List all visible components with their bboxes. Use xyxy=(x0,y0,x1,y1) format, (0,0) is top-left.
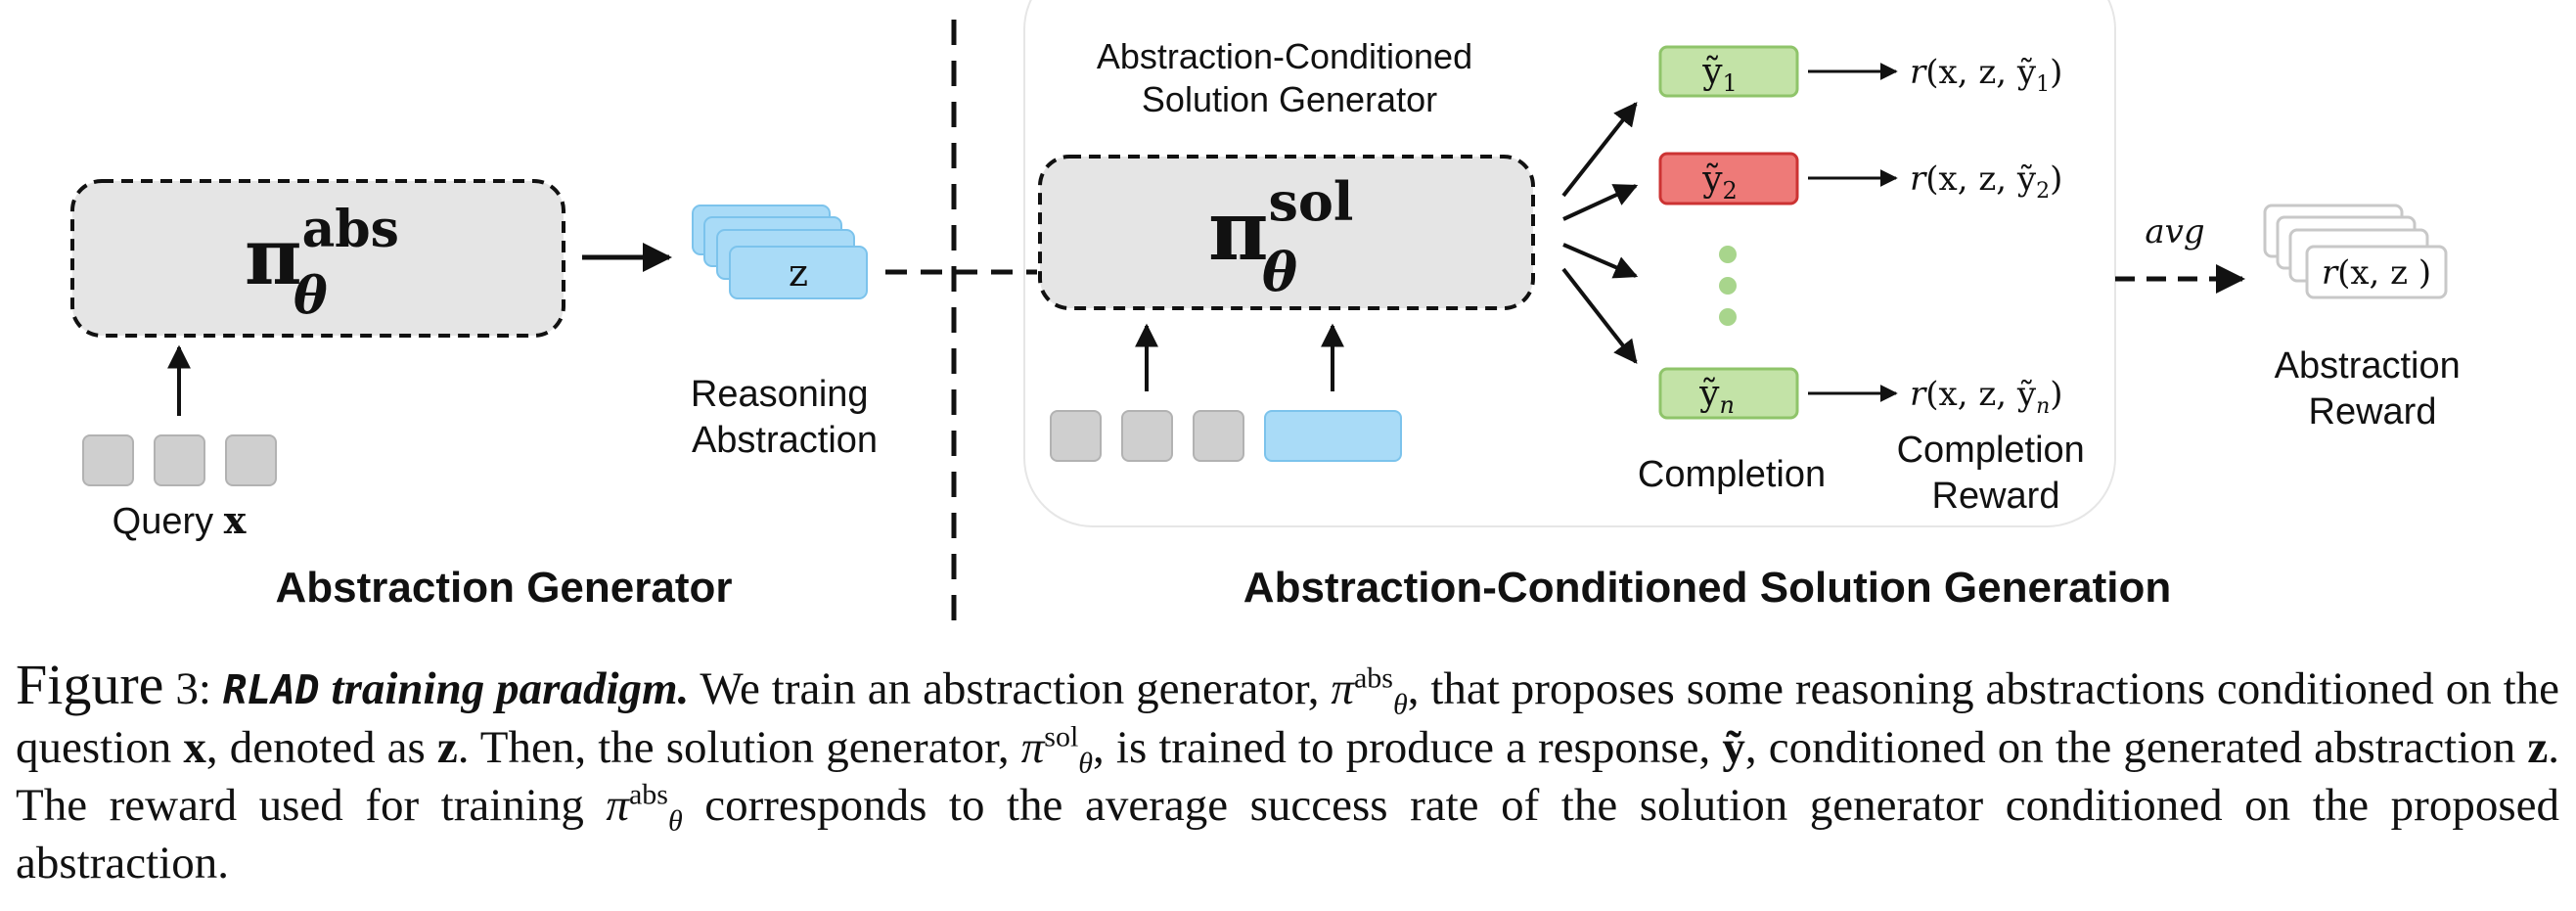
abstraction-z-label: z xyxy=(789,251,808,295)
solution-panel-title: Abstraction-Conditioned Solution Generat… xyxy=(1097,36,1482,119)
abstraction-card-front xyxy=(729,246,868,299)
fanout-arrow xyxy=(1561,267,1638,364)
svg-text:ỹ2: ỹ2 xyxy=(1701,159,1738,205)
svg-text:ỹ1: ỹ1 xyxy=(1701,52,1738,97)
query-token xyxy=(154,434,205,486)
reasoning-abstraction-label: Reasoning Abstraction xyxy=(691,374,879,461)
figure-word: Figure xyxy=(16,653,164,716)
fanout-arrow xyxy=(1561,102,1638,198)
abstraction-reward-label: Abstraction Reward xyxy=(2275,345,2471,433)
figure-caption: Figure 3: RLAD training paradigm. We tra… xyxy=(16,653,2560,888)
fanout-arrow xyxy=(1562,243,1639,279)
input-token xyxy=(1193,410,1244,462)
completion-2: ỹ2 xyxy=(1658,152,1799,205)
ellipsis-dot xyxy=(1719,308,1737,326)
input-token xyxy=(1050,410,1102,462)
ellipsis-dot xyxy=(1719,246,1737,263)
reward-n: r(x, z, ỹn) xyxy=(1910,375,2063,419)
completion-reward-label: Completion Reward xyxy=(1897,430,2096,517)
abstraction-reward-card-front xyxy=(2305,245,2448,299)
input-token xyxy=(1121,410,1173,462)
figure-number: 3: xyxy=(175,663,211,714)
fanout-arrow xyxy=(1562,184,1639,221)
figure-title: RLAD training paradigm. xyxy=(222,663,690,714)
ellipsis-dot xyxy=(1719,277,1737,295)
completion-n: ỹn xyxy=(1658,367,1799,420)
avg-label: avg xyxy=(2145,212,2204,251)
input-abstraction xyxy=(1264,410,1402,462)
completion-label: Completion xyxy=(1638,454,1826,495)
completion-1: ỹ1 xyxy=(1658,45,1799,98)
solution-generation-title: Abstraction-Conditioned Solution Generat… xyxy=(1243,564,2171,612)
solution-policy-box xyxy=(1038,155,1535,310)
query-token xyxy=(82,434,134,486)
query-token xyxy=(225,434,277,486)
query-label: Query x xyxy=(113,498,247,542)
reward-1: r(x, z, ỹ1) xyxy=(1910,53,2062,97)
abstraction-policy-box xyxy=(70,179,565,338)
abstraction-reward-value: r(x, z ) xyxy=(2322,253,2431,293)
abstraction-generator-title: Abstraction Generator xyxy=(276,564,733,612)
reward-2: r(x, z, ỹ2) xyxy=(1910,159,2062,204)
svg-text:ỹn: ỹn xyxy=(1698,374,1735,419)
